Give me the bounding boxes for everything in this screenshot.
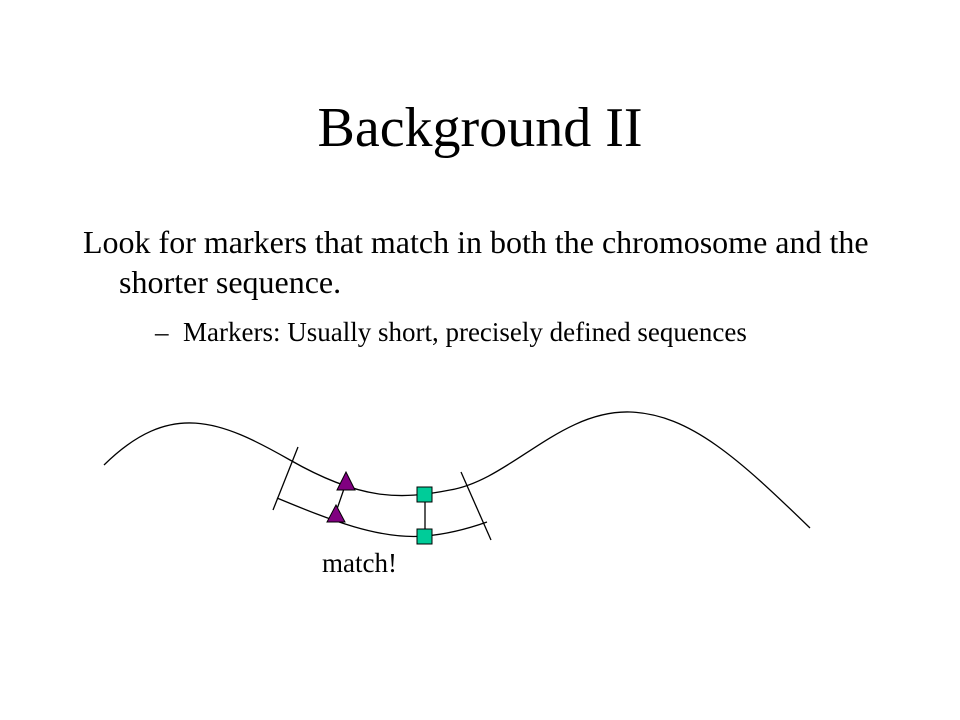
segment-boundary-right (460, 471, 492, 541)
square-marker-icon (416, 486, 433, 503)
bullet-main: Look for markers that match in both the … (83, 224, 869, 300)
bullet-sub: –Markers: Usually short, precisely defin… (155, 314, 915, 350)
triangle-marker-icon (336, 470, 356, 491)
square-marker-icon (416, 528, 433, 545)
short-sequence-curve (276, 497, 488, 538)
bullet-dash: – (155, 317, 169, 347)
chromosome-curve (103, 411, 811, 529)
bullet-sub-text: Markers: Usually short, precisely define… (183, 317, 747, 347)
match-label: match! (322, 548, 397, 578)
triangle-marker-icon (326, 503, 346, 523)
slide-title: Background II (317, 97, 643, 159)
segment-boundary-left (272, 446, 299, 511)
